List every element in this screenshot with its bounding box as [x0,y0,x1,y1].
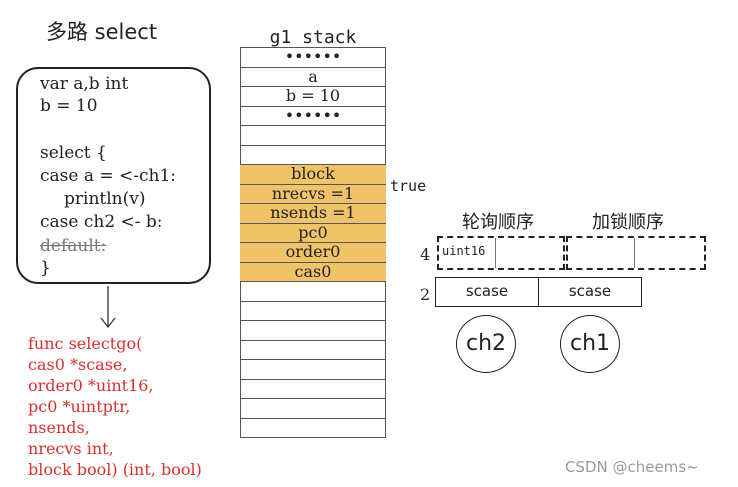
code-line: var a,b int [40,74,129,94]
diagram-title: 多路 select [46,20,158,44]
signature-line: pc0 *uintptr, [28,397,131,416]
code-line: case ch2 <- b: [40,212,163,232]
signature-line: block bool) (int, bool) [28,460,202,479]
down-arrow-icon [100,286,116,329]
array-divider [495,238,496,268]
stack-row: a [240,66,386,87]
stack-row [240,320,386,340]
stack-row [240,398,386,418]
stack-row [240,417,386,438]
lock-order-array [566,236,706,270]
stack-row: cas0 [240,261,386,281]
order-count: 4 [420,245,431,264]
stack-row: pc0 [240,222,386,242]
code-box: var a,b int b = 10 select { case a = <-c… [16,67,211,284]
code-line: b = 10 [40,96,98,116]
signature-line: nrecvs int, [28,439,114,458]
code-line: select { [40,143,107,163]
scase-count: 2 [420,285,431,304]
stack-row [240,300,386,321]
channel-ch2: ch2 [456,315,516,373]
poll-order-label: 轮询顺序 [462,212,534,233]
code-line: case a = <-ch1: [40,166,177,186]
stack-row: nrecvs =1 [240,183,386,203]
selectgo-signature: func selectgo( cas0 *scase, order0 *uint… [28,333,202,480]
signature-line: cas0 *scase, [28,355,128,374]
poll-order-array: uint16 [437,236,565,270]
signature-line: order0 *uint16, [28,376,154,395]
code-line-default: default: [40,236,107,256]
stack-title: g1 stack [269,27,357,48]
stack-row [240,281,386,301]
scase-cell: scase [538,277,642,307]
signature-line: func selectgo( [28,334,143,353]
stack-row: nsends =1 [240,203,386,223]
stack-bottom-line [240,437,386,438]
signature-line: nsends, [28,418,90,437]
stack-row [240,378,386,399]
stack-row: block [240,164,386,184]
stack-row [240,125,386,145]
code-line: println(v) [64,189,146,209]
stack-row: •••••• [240,105,386,126]
watermark: CSDN @cheems~ [565,458,699,476]
lock-order-label: 加锁顺序 [592,212,664,233]
uint16-label: uint16 [442,244,486,258]
stack-row [240,144,386,165]
stack-row: order0 [240,242,386,262]
channel-ch1: ch1 [560,315,620,373]
stack-row [240,359,386,379]
stack-row: b = 10 [240,86,386,106]
stack-row [240,339,386,360]
array-divider [634,238,635,268]
scase-cell: scase [435,277,539,307]
stack-row: •••••• [240,47,386,67]
code-line: } [40,258,51,278]
block-value: true [390,177,427,195]
